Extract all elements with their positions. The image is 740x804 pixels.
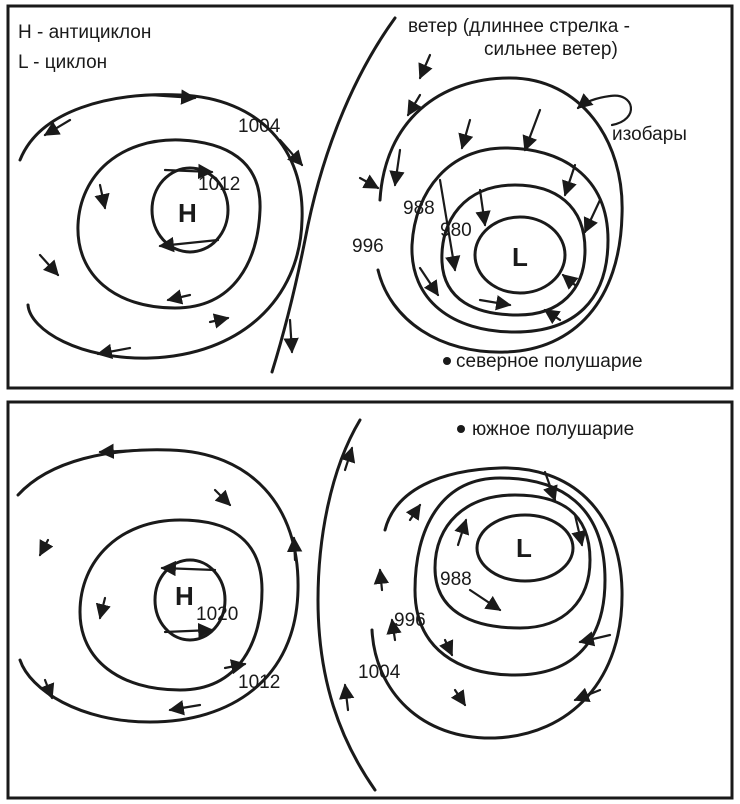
- north-title-bullet: [443, 357, 451, 365]
- north-h-wind-arrow: [208, 313, 230, 329]
- south-trough-line: [316, 418, 377, 792]
- south-isobar-996: 996: [394, 610, 426, 631]
- north-l-wind-arrow: [475, 188, 491, 227]
- south-h-isobar-inner: [153, 558, 227, 642]
- legend-low: L - циклон: [18, 52, 107, 73]
- south-panel: южное полушарие H L 1020 1012 988 996 10…: [6, 400, 734, 800]
- north-high-marker: H: [178, 198, 197, 228]
- north-l-wind-arrow: [389, 148, 405, 187]
- south-h-wind-arrow: [39, 678, 55, 700]
- south-l-isobar-outer: [370, 466, 624, 740]
- north-isobar-1012: 1012: [198, 174, 240, 195]
- south-l-wind-arrow: [373, 568, 390, 592]
- south-l-wind-arrow: [571, 513, 587, 547]
- north-isobar-980: 980: [440, 220, 472, 241]
- south-l-wind-arrow: [405, 503, 422, 522]
- north-l-isobar-inner: [473, 215, 567, 295]
- north-l-wind-arrow: [418, 266, 440, 297]
- north-l-wind-arrow: [438, 178, 461, 272]
- north-h-wind-arrow: [158, 236, 220, 253]
- north-panel: H - антициклон L - циклон ветер (длиннее…: [6, 4, 734, 390]
- north-h-wind-arrow: [163, 163, 214, 180]
- south-l-wind-arrow: [573, 687, 602, 703]
- south-isobar-1020: 1020: [196, 604, 238, 625]
- north-l-isobar-3: [410, 146, 610, 334]
- south-l-wind-arrow: [468, 588, 502, 612]
- north-l-wind-arrow: [522, 108, 542, 152]
- south-title: южное полушарие: [472, 419, 634, 440]
- north-isobar-996: 996: [352, 236, 384, 257]
- south-l-wind-arrow: [386, 618, 402, 642]
- south-low-marker: L: [516, 533, 532, 563]
- annotation-isobars: изобары: [612, 124, 687, 145]
- legend-high: H - антициклон: [18, 22, 151, 43]
- north-l-wind-arrow: [562, 163, 577, 197]
- south-l-isobar-inner: [475, 513, 575, 583]
- north-h-wind-arrow: [43, 118, 72, 137]
- north-l-isobar-outer: [376, 76, 624, 354]
- north-low-marker: L: [512, 242, 528, 272]
- north-h-isobar-inner: [150, 166, 230, 254]
- north-l-wind-arrow: [406, 93, 422, 117]
- south-l-wind-arrow: [454, 518, 470, 547]
- north-l-wind-arrow: [583, 198, 602, 234]
- north-title: северное полушарие: [456, 351, 643, 372]
- south-l-wind-arrow: [340, 446, 356, 472]
- south-isobar-988: 988: [440, 569, 472, 590]
- north-isobar-1004: 1004: [238, 116, 281, 137]
- south-h-wind-arrow: [213, 488, 232, 507]
- south-h-wind-arrow: [160, 560, 217, 577]
- north-l-wind-arrow: [561, 273, 579, 290]
- north-l-wind-arrow: [458, 118, 474, 150]
- north-h-wind-arrow: [166, 289, 192, 305]
- south-title-bullet: [457, 425, 465, 433]
- south-h-wind-arrow: [163, 622, 214, 639]
- south-l-wind-arrow: [450, 688, 467, 707]
- south-h-isobar-mid: [78, 518, 264, 692]
- south-isobar-1012: 1012: [238, 672, 280, 693]
- south-h-wind-arrow: [168, 700, 202, 716]
- south-l-wind-arrow: [339, 683, 355, 712]
- north-l-wind-arrow: [418, 53, 433, 80]
- south-h-wind-arrow: [38, 538, 54, 557]
- south-isobar-1004: 1004: [358, 662, 401, 683]
- north-trough-line: [270, 16, 397, 374]
- north-l-wind-arrow: [543, 308, 562, 325]
- south-h-wind-arrow: [95, 596, 111, 620]
- isobar-pointer-arrow: [576, 93, 632, 127]
- north-h-wind-arrow: [38, 253, 60, 277]
- south-high-marker: H: [175, 581, 194, 611]
- north-isobar-988: 988: [403, 198, 435, 219]
- north-h-wind-arrow: [278, 138, 304, 167]
- south-h-wind-arrow: [223, 659, 247, 675]
- north-l-wind-arrow: [478, 295, 512, 311]
- south-l-wind-arrow: [439, 638, 454, 657]
- north-h-wind-arrow: [283, 318, 299, 354]
- south-l-wind-arrow: [543, 470, 558, 502]
- north-h-wind-arrow: [94, 183, 110, 210]
- north-h-isobar-mid: [76, 138, 262, 310]
- north-panel-frame: [6, 4, 734, 390]
- south-h-wind-arrow: [98, 443, 142, 459]
- north-h-wind-arrow: [96, 343, 132, 360]
- annotation-wind-cont: сильнее ветер): [484, 39, 618, 60]
- north-h-wind-arrow: [148, 89, 197, 105]
- annotation-wind: ветер (длиннее стрелка -: [408, 16, 630, 37]
- south-panel-frame: [6, 400, 734, 800]
- south-l-wind-arrow: [578, 631, 612, 647]
- north-l-wind-arrow: [358, 174, 380, 190]
- south-h-wind-arrow: [286, 536, 303, 562]
